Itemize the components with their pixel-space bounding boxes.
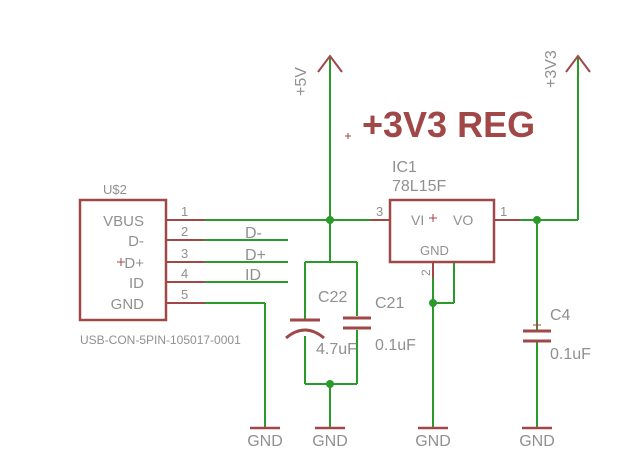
schematic-title: +3V3 REG <box>362 104 535 145</box>
ground-label: GND <box>519 433 555 450</box>
connector-ref: U$2 <box>103 182 127 197</box>
capacitor-value: 0.1uF <box>550 346 591 363</box>
origin-marks <box>117 133 541 329</box>
regulator-ref: IC1 <box>392 159 417 176</box>
connector-pin-number: 1 <box>181 204 188 219</box>
regulator-pin-number-vo: 1 <box>500 204 507 219</box>
connector-pin-number: 3 <box>181 246 188 261</box>
capacitor-ref: C21 <box>375 295 404 312</box>
wires <box>205 58 579 428</box>
arrow-icon <box>565 54 591 73</box>
connector-pin-name: D- <box>128 233 144 250</box>
connector-pin-number: 2 <box>181 224 188 239</box>
connector-pin-name: ID <box>129 275 144 292</box>
capacitor-ref: C22 <box>318 289 347 306</box>
regulator-pin-vo-label: VO <box>453 212 473 228</box>
capacitor-value: 0.1uF <box>375 337 416 354</box>
regulator-pin-vi-label: VI <box>411 212 424 228</box>
power-label-5v: +5V <box>293 67 310 96</box>
junction-dot <box>429 299 437 307</box>
capacitor-value: 4.7uF <box>316 341 357 358</box>
usb-connector-body <box>78 198 168 322</box>
capacitor-ref: C4 <box>550 307 571 324</box>
ground-label: GND <box>312 433 348 450</box>
net-label-dplus: D+ <box>245 247 266 264</box>
connector-pin-name: D+ <box>124 255 144 272</box>
c22-plate-curved <box>285 328 325 340</box>
net-label-dminus: D- <box>245 225 262 242</box>
junction-dot <box>326 380 334 388</box>
regulator-value: 78L15F <box>392 178 446 195</box>
connector-pin-number: 5 <box>181 287 188 302</box>
parts <box>78 54 591 430</box>
connector-pin-number: 4 <box>181 266 188 281</box>
junction-dot <box>326 216 334 224</box>
connector-value: USB-CON-5PIN-105017-0001 <box>80 333 241 347</box>
arrow-icon <box>317 54 343 73</box>
regulator-pin-gnd-label: GND <box>420 243 449 258</box>
regulator-pin-number-gnd: 2 <box>419 269 433 276</box>
junctions <box>326 216 541 388</box>
ground-label: GND <box>247 433 283 450</box>
ground-label: GND <box>415 433 451 450</box>
connector-pin-name: VBUS <box>103 213 144 230</box>
net-label-id: ID <box>245 267 261 284</box>
regulator-pin-number-vi: 3 <box>376 204 383 219</box>
connector-pin-name: GND <box>111 296 145 313</box>
power-label-3v3: +3V3 <box>543 50 560 88</box>
junction-dot <box>533 216 541 224</box>
regulator-body <box>388 198 496 264</box>
